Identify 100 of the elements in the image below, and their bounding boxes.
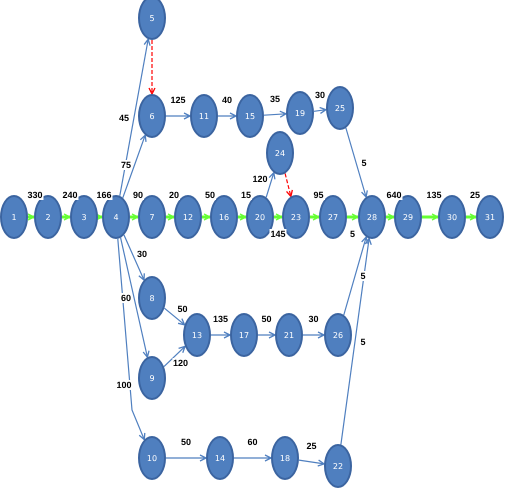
event-node bbox=[358, 195, 386, 239]
node-number: 4 bbox=[113, 212, 119, 222]
arrow bbox=[27, 213, 35, 221]
edge-label: 40 bbox=[221, 95, 233, 105]
edge-label: 25 bbox=[306, 441, 318, 451]
edge-label: 30 bbox=[308, 314, 320, 324]
edge-label: 100 bbox=[115, 380, 133, 390]
node-number: 15 bbox=[244, 112, 256, 120]
event-node bbox=[138, 94, 166, 138]
arrow bbox=[119, 38, 151, 196]
edge-label: 120 bbox=[172, 358, 190, 368]
arrow bbox=[164, 308, 186, 326]
arrow bbox=[166, 454, 207, 462]
edge-label: 50 bbox=[176, 304, 188, 314]
arrow bbox=[62, 213, 71, 221]
event-node bbox=[326, 86, 354, 130]
edge-label: 5 bbox=[360, 336, 366, 346]
node-number: 10 bbox=[146, 454, 158, 462]
arrow bbox=[340, 238, 372, 445]
arrow bbox=[264, 110, 287, 118]
node-number: 26 bbox=[332, 330, 344, 340]
node-number: 28 bbox=[366, 212, 378, 222]
arrow bbox=[258, 331, 276, 339]
edge-label: 5 bbox=[360, 158, 368, 168]
node-number: 3 bbox=[81, 212, 87, 222]
edge-label: 15 bbox=[240, 190, 252, 200]
node-number: 21 bbox=[284, 330, 294, 340]
event-node bbox=[0, 195, 28, 239]
event-node bbox=[324, 313, 352, 357]
node-number: 25 bbox=[334, 104, 346, 112]
arrow bbox=[218, 112, 237, 120]
edge-label: 75 bbox=[120, 160, 132, 170]
event-node bbox=[266, 131, 294, 175]
arrow bbox=[386, 213, 395, 221]
node-number: 2 bbox=[45, 212, 51, 222]
arrow bbox=[238, 213, 247, 221]
arrow bbox=[284, 173, 293, 198]
node-number: 16 bbox=[218, 212, 230, 222]
edge-label: 166 bbox=[95, 190, 113, 200]
edge-label: 5 bbox=[360, 271, 366, 281]
arrow bbox=[117, 238, 146, 440]
event-node bbox=[324, 444, 352, 488]
node-number: 11 bbox=[198, 112, 210, 120]
edge-label: 60 bbox=[246, 437, 258, 447]
event-node bbox=[138, 356, 166, 400]
event-node bbox=[230, 313, 258, 357]
arrow bbox=[164, 346, 186, 368]
event-node bbox=[138, 0, 166, 40]
arrow bbox=[466, 213, 477, 221]
node-number: 22 bbox=[332, 462, 344, 470]
arrow bbox=[343, 236, 368, 316]
edge-label: 60 bbox=[120, 292, 132, 302]
edge-label: 5 bbox=[349, 229, 356, 239]
event-node bbox=[236, 94, 264, 138]
arrow bbox=[166, 112, 191, 120]
arrow bbox=[234, 454, 272, 462]
edge-label: 120 bbox=[251, 174, 269, 184]
node-number: 19 bbox=[294, 108, 306, 118]
node-number: 18 bbox=[280, 454, 290, 462]
node-number: 14 bbox=[214, 454, 226, 462]
edge-label: 50 bbox=[260, 314, 272, 324]
edge-label: 50 bbox=[204, 190, 216, 200]
event-node bbox=[206, 436, 234, 480]
event-node bbox=[138, 436, 166, 480]
edge-label: 50 bbox=[180, 437, 192, 447]
edge-label: 90 bbox=[132, 190, 144, 200]
node-number: 6 bbox=[149, 112, 155, 120]
edge-label: 330 bbox=[26, 190, 44, 200]
node-number: 8 bbox=[149, 294, 155, 302]
arrow bbox=[310, 213, 320, 221]
edge-label: 135 bbox=[425, 190, 443, 200]
arrow bbox=[347, 213, 359, 221]
node-number: 23 bbox=[290, 212, 302, 222]
node-number: 30 bbox=[446, 212, 458, 222]
edge-label: 640 bbox=[385, 190, 403, 200]
node-number: 12 bbox=[182, 212, 194, 222]
arrow bbox=[274, 213, 283, 221]
arrow bbox=[422, 213, 439, 221]
arrow bbox=[166, 213, 175, 221]
arrow bbox=[303, 331, 325, 339]
node-number: 1 bbox=[11, 212, 17, 222]
edge-label: 30 bbox=[314, 90, 326, 100]
edge-label: 25 bbox=[469, 190, 481, 200]
event-node bbox=[190, 94, 218, 138]
arrow bbox=[314, 106, 327, 114]
node-number: 27 bbox=[328, 212, 338, 222]
arrow bbox=[122, 134, 147, 198]
edge-label: 35 bbox=[269, 94, 281, 104]
event-node bbox=[275, 313, 303, 357]
node-number: 9 bbox=[149, 374, 155, 382]
edge-label: 45 bbox=[118, 112, 130, 122]
node-number: 13 bbox=[192, 330, 202, 340]
node-number: 5 bbox=[149, 14, 155, 22]
edge-label: 95 bbox=[312, 190, 324, 200]
arrow bbox=[130, 213, 139, 221]
node-number: 29 bbox=[402, 212, 414, 222]
arrow bbox=[123, 234, 145, 281]
event-node bbox=[183, 313, 211, 357]
edge-label: 135 bbox=[212, 314, 230, 324]
edge-label: 145 bbox=[269, 229, 287, 239]
